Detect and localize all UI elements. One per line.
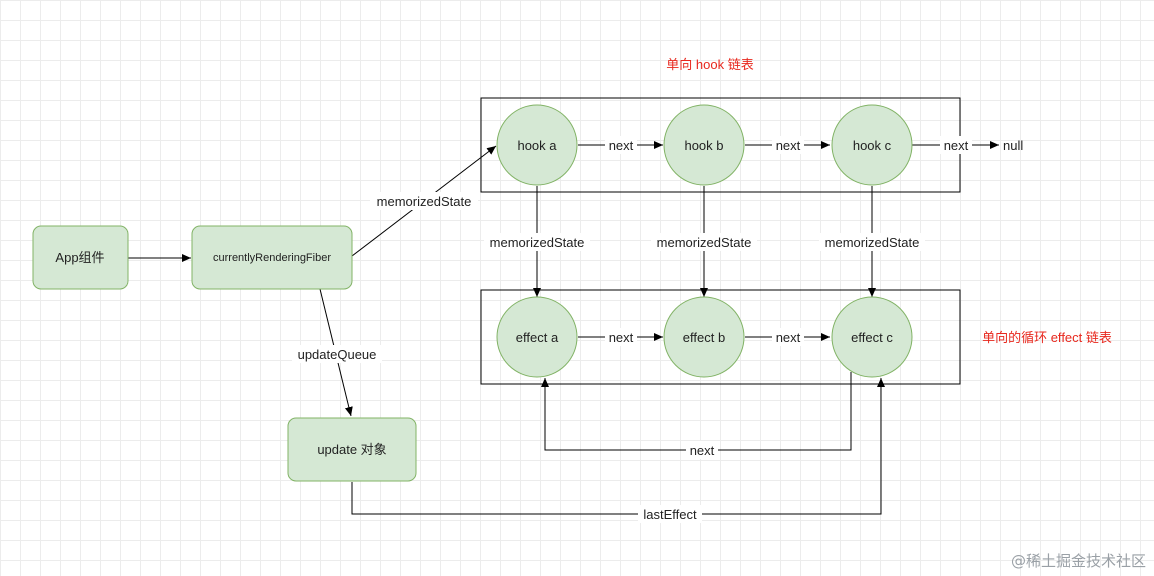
hook-b-state-label: memorizedState: [657, 235, 752, 250]
fiber-node-label: currentlyRenderingFiber: [213, 252, 331, 264]
last-effect-edge: [351, 378, 885, 515]
effect-c-node[interactable]: effect c: [831, 296, 913, 378]
hook-c-label: hook c: [853, 138, 892, 153]
effect-a-node[interactable]: effect a: [496, 296, 578, 378]
update-node[interactable]: update 对象: [287, 417, 417, 482]
hook-a-state-label: memorizedState: [490, 235, 585, 250]
hook-b-node[interactable]: hook b: [663, 104, 745, 186]
app-node[interactable]: App组件: [32, 225, 129, 290]
update-node-label: update 对象: [317, 442, 386, 457]
effect-a-next-label: next: [609, 330, 634, 345]
app-node-label: App组件: [55, 250, 104, 265]
last-effect-label: lastEffect: [643, 507, 697, 522]
hook-a-label: hook a: [517, 138, 557, 153]
hook-a-next-label: next: [609, 138, 634, 153]
hook-c-next-label: next: [944, 138, 969, 153]
hook-a-node[interactable]: hook a: [496, 104, 578, 186]
fiber-node[interactable]: currentlyRenderingFiber: [191, 225, 353, 290]
hook-b-label: hook b: [684, 138, 723, 153]
effect-list-annotation: 单向的循环 effect 链表: [982, 330, 1112, 345]
effect-c-label: effect c: [851, 330, 893, 345]
watermark-text: @稀土掘金技术社区: [1011, 552, 1146, 570]
hook-list-annotation: 单向 hook 链表: [666, 57, 753, 72]
effect-list-box: [480, 289, 961, 385]
fiber-to-hook-label: memorizedState: [377, 194, 472, 209]
effect-c-next-label: next: [690, 443, 715, 458]
hook-c-node[interactable]: hook c: [831, 104, 913, 186]
effect-b-next-label: next: [776, 330, 801, 345]
effect-b-label: effect b: [683, 330, 725, 345]
effect-a-label: effect a: [516, 330, 559, 345]
hook-c-state-label: memorizedState: [825, 235, 920, 250]
effect-b-node[interactable]: effect b: [663, 296, 745, 378]
null-label: null: [1003, 138, 1023, 153]
fiber-to-update-label: updateQueue: [298, 347, 377, 362]
edge-label-backgrounds: [292, 136, 972, 523]
hook-b-next-label: next: [776, 138, 801, 153]
